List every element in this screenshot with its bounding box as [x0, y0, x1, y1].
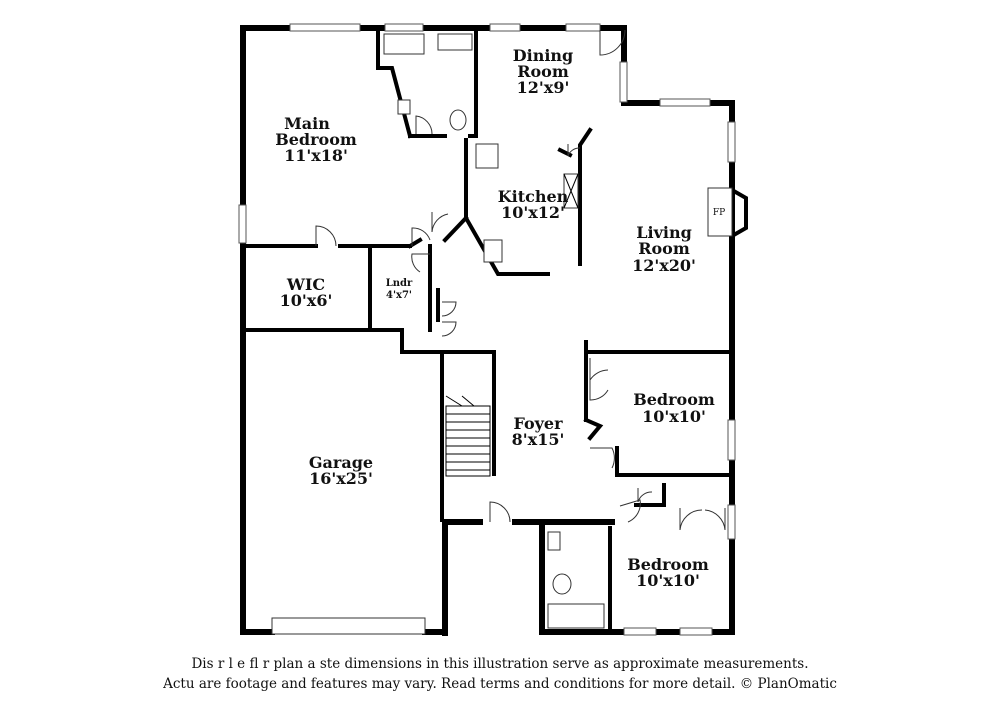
main-bedroom-name-2: Bedroom	[275, 130, 357, 149]
wic-name: WIC	[286, 275, 325, 294]
disclaimer-line-1: Dis r l e fl r plan a ste dimensions in …	[191, 656, 809, 672]
fixtures	[271, 33, 733, 635]
bedroom-lower-name: Bedroom	[627, 555, 709, 574]
sink-icon	[397, 99, 411, 115]
room-labels: Main Bedroom 11'x18' Dining Room 12'x9' …	[275, 46, 725, 590]
kitchen-sink-icon	[475, 143, 499, 169]
bedroom-upper-name: Bedroom	[633, 390, 715, 409]
hall-tub-icon	[547, 603, 605, 629]
shower-icon	[437, 33, 473, 51]
fireplace-label: FP	[713, 208, 725, 218]
stove-icon	[483, 239, 503, 263]
living-room-size: 12'x20'	[632, 256, 696, 275]
stairs	[445, 395, 491, 477]
garage-name: Garage	[309, 453, 373, 472]
floor-plan: Main Bedroom 11'x18' Dining Room 12'x9' …	[238, 23, 748, 636]
tub-icon	[383, 33, 425, 55]
wic-size: 10'x6'	[280, 291, 333, 310]
disclaimer-line-2: Actu are footage and features may vary. …	[163, 676, 837, 692]
foyer-name: Foyer	[513, 414, 563, 433]
laundry-size: 4'x7'	[386, 290, 412, 301]
dining-room-size: 12'x9'	[517, 78, 570, 97]
laundry-name: Lndr	[386, 278, 413, 289]
toilet-icon	[449, 109, 467, 131]
foyer-size: 8'x15'	[512, 430, 565, 449]
bedroom-upper-size: 10'x10'	[642, 407, 706, 426]
garage-size: 16'x25'	[309, 469, 373, 488]
kitchen-size: 10'x12'	[501, 203, 565, 222]
bedroom-lower-size: 10'x10'	[636, 571, 700, 590]
hall-sink-icon	[547, 531, 561, 551]
main-bedroom-name-1: Main	[284, 114, 330, 133]
garage-door-icon	[271, 617, 426, 635]
main-bedroom-size: 11'x18'	[284, 146, 348, 165]
kitchen-name: Kitchen	[498, 187, 569, 206]
windows	[238, 23, 736, 636]
dining-room-name-1: Dining	[513, 46, 573, 65]
doors	[315, 29, 726, 531]
fireplace-icon	[707, 187, 733, 237]
dining-room-name-2: Room	[517, 62, 569, 81]
living-room-name-2: Room	[638, 239, 690, 258]
hall-toilet-icon	[552, 573, 572, 595]
living-room-name-1: Living	[636, 223, 692, 242]
interior-walls	[241, 28, 734, 634]
